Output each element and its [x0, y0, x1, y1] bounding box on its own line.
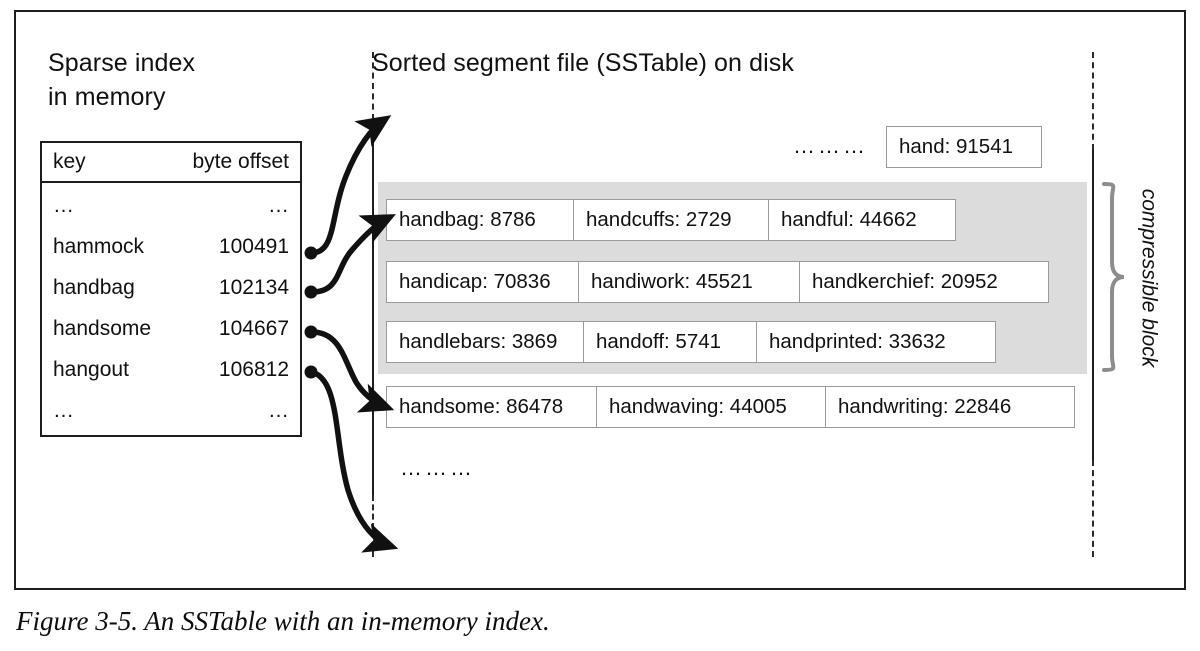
sstable-right-boundary-dashed-bottom [1092, 460, 1094, 557]
sstable-right-boundary-dashed-top [1092, 52, 1094, 150]
sstable-entry: hand: 91541 [886, 126, 1042, 168]
sstable-entry: handful: 44662 [768, 199, 956, 241]
table-row: … … [42, 185, 300, 226]
sstable-block-row: handbag: 8786 handcuffs: 2729 handful: 4… [386, 199, 956, 241]
index-table-header-row: key byte offset [42, 143, 300, 183]
index-column-key: key [53, 150, 86, 173]
sstable-entry: handsome: 86478 [386, 386, 597, 428]
sstable-left-boundary-solid [372, 120, 374, 495]
index-row-key: hammock [53, 234, 145, 258]
sstable-left-boundary-dashed-bottom [372, 495, 374, 557]
ellipsis-below-rows: ……… [400, 455, 475, 480]
sstable-entry: handprinted: 33632 [756, 321, 996, 363]
ellipsis-before-hand: ……… [793, 133, 868, 158]
index-row-offset: … [268, 398, 289, 422]
sparse-index-table: key byte offset … … hammock 100491 handb… [40, 141, 302, 437]
index-row-key: handsome [53, 316, 152, 340]
index-row-key: … [53, 398, 74, 422]
sstable-block-row: handlebars: 3869 handoff: 5741 handprint… [386, 321, 996, 363]
index-row-offset: 100491 [218, 234, 289, 258]
sstable-left-boundary-dashed-top [372, 52, 374, 120]
table-row: hangout 106812 [42, 349, 300, 390]
index-row-key: … [53, 193, 74, 217]
sstable-entry: handkerchief: 20952 [799, 261, 1049, 303]
index-row-offset: 104667 [218, 316, 289, 340]
index-row-key: handbag [53, 275, 135, 299]
sstable-entry: handicap: 70836 [386, 261, 579, 303]
sstable-entry: handiwork: 45521 [578, 261, 800, 303]
table-row: handsome 104667 [42, 308, 300, 349]
compressible-block-label: compressible block [1128, 168, 1168, 388]
sstable-entry: handlebars: 3869 [386, 321, 584, 363]
index-row-offset: … [268, 193, 289, 217]
index-table-body: … … hammock 100491 handbag 102134 handso… [42, 183, 300, 435]
table-row: handbag 102134 [42, 267, 300, 308]
table-row: hammock 100491 [42, 226, 300, 267]
sparse-index-title: Sparse index in memory [48, 49, 196, 111]
sstable-title: Sorted segment file (SSTable) on disk [372, 49, 794, 77]
index-column-byte-offset: byte offset [192, 150, 289, 173]
table-row: … … [42, 390, 300, 431]
compressible-block-label-text: compressible block [1137, 188, 1161, 368]
sstable-trailing-row: handsome: 86478 handwaving: 44005 handwr… [386, 386, 1075, 428]
index-row-key: hangout [53, 357, 129, 381]
sstable-header-row: hand: 91541 [886, 126, 1042, 168]
figure-caption: Figure 3-5. An SSTable with an in-memory… [16, 606, 550, 636]
sstable-entry: handwriting: 22846 [825, 386, 1075, 428]
sstable-block-row: handicap: 70836 handiwork: 45521 handker… [386, 261, 1049, 303]
sstable-entry: handcuffs: 2729 [573, 199, 769, 241]
index-row-offset: 102134 [218, 275, 289, 299]
sstable-right-boundary-solid [1092, 150, 1094, 460]
sstable-entry: handoff: 5741 [583, 321, 757, 363]
sstable-entry: handwaving: 44005 [596, 386, 826, 428]
sstable-entry: handbag: 8786 [386, 199, 574, 241]
index-row-offset: 106812 [218, 357, 289, 381]
